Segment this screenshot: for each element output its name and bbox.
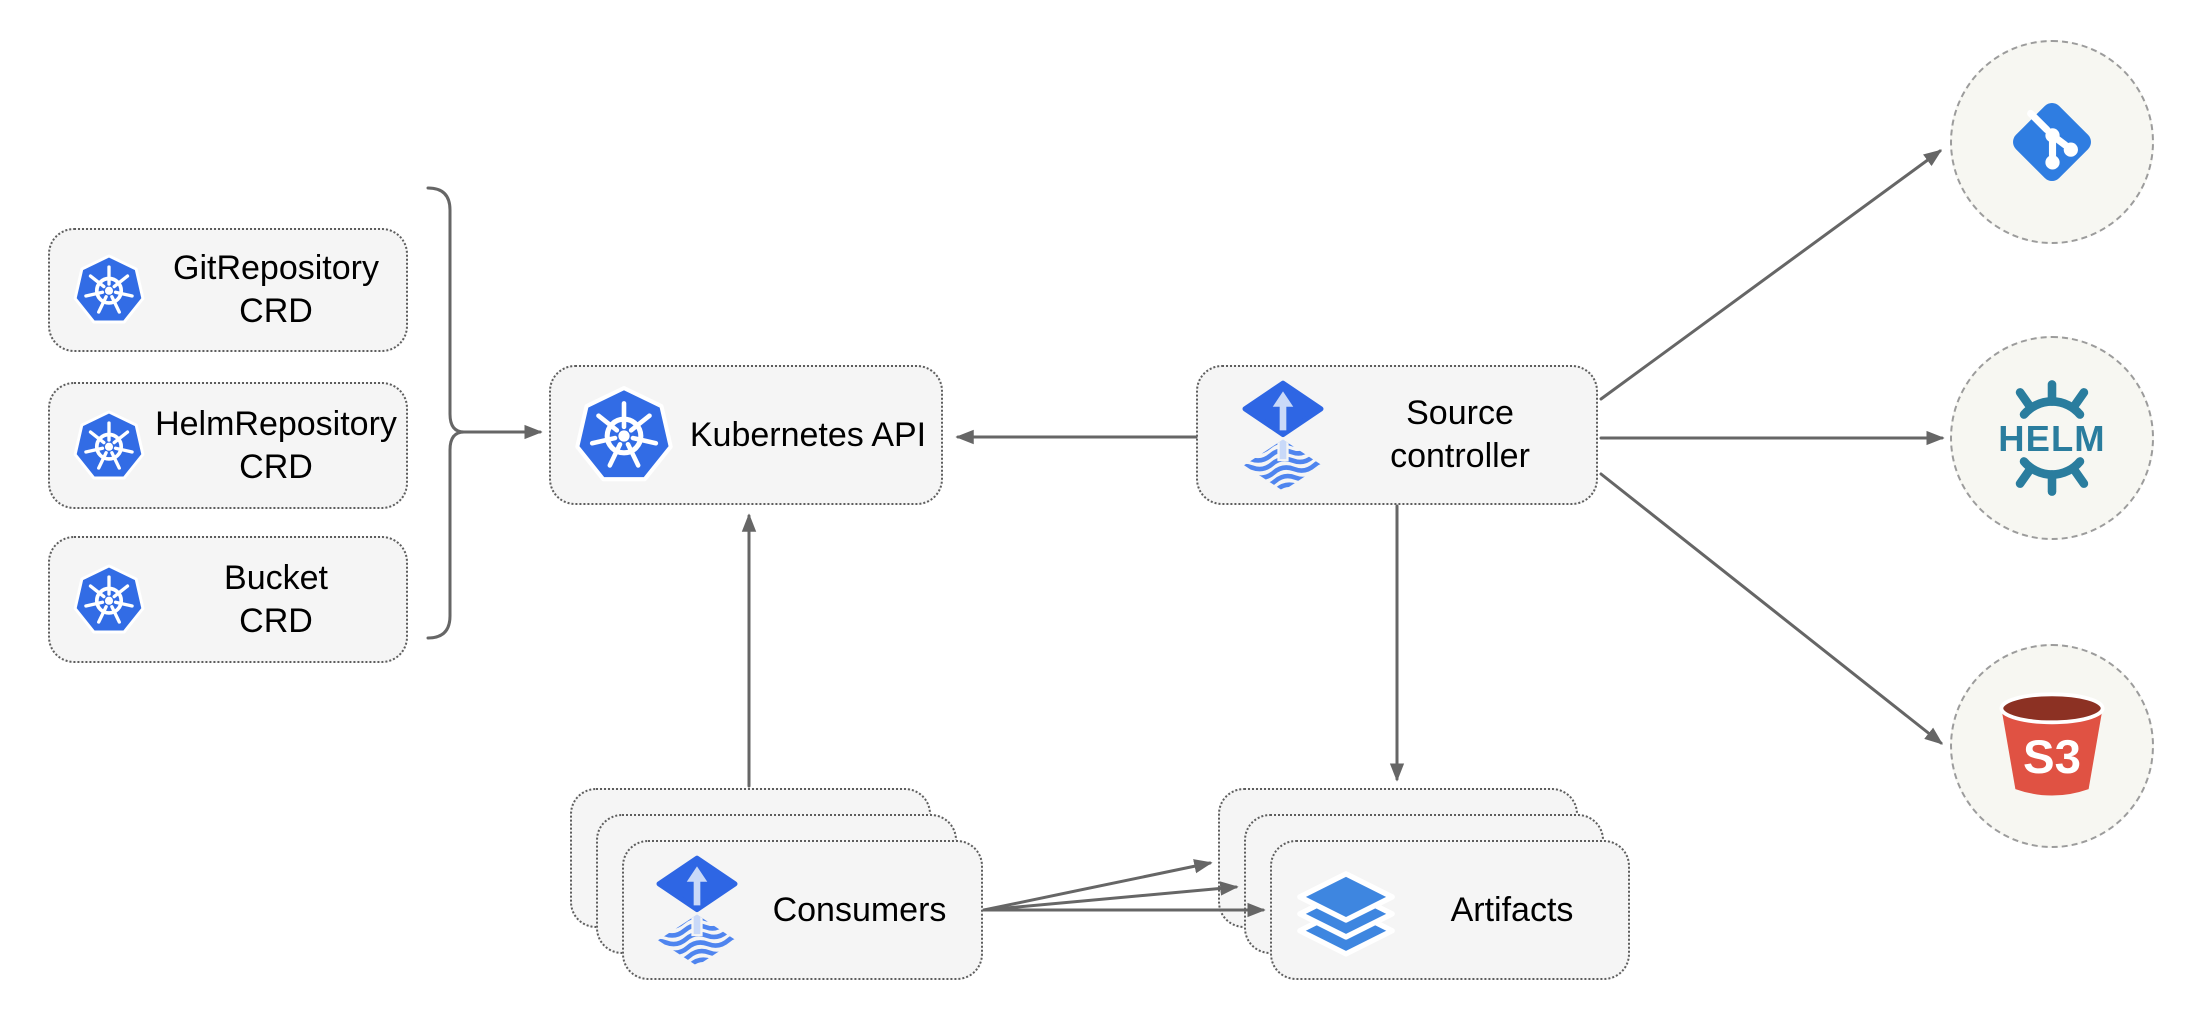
kubernetes-api-label: Kubernetes API	[689, 415, 927, 454]
kubernetes-icon	[73, 254, 145, 324]
node-artifacts: Artifacts	[1270, 840, 1630, 980]
node-bucket-crd: Bucket CRD	[48, 536, 408, 663]
helm-icon: HELM	[1998, 380, 2105, 496]
node-helmrepository-crd: HelmRepository CRD	[48, 382, 408, 509]
external-git-circle	[1950, 40, 2154, 244]
helmrepository-crd-label: HelmRepository CRD	[155, 404, 397, 486]
node-kubernetes-api: Kubernetes API	[549, 365, 943, 505]
helm-logo-text: HELM	[1998, 418, 2105, 459]
flux-icon	[656, 855, 738, 966]
bracket-top	[426, 186, 466, 434]
connector-consumers-to-artifacts-back	[982, 859, 1213, 912]
node-gitrepository-crd: GitRepository CRD	[48, 228, 408, 352]
connector-source-controller-to-git	[1599, 149, 1943, 401]
flux-icon	[1242, 380, 1324, 491]
external-s3-circle: S3	[1950, 644, 2154, 848]
artifacts-label: Artifacts	[1450, 890, 1574, 929]
kubernetes-icon	[73, 409, 145, 480]
connector-source-controller-to-s3	[1599, 472, 1944, 745]
s3-icon: S3	[1999, 692, 2105, 796]
external-helm-circle: HELM	[1950, 336, 2154, 540]
gitrepository-crd-label: GitRepository CRD	[173, 249, 379, 330]
bucket-crd-label: Bucket CRD	[224, 558, 328, 640]
git-icon	[2013, 103, 2091, 181]
kubernetes-icon	[575, 386, 673, 482]
node-consumers: Consumers	[622, 840, 983, 980]
layers-icon	[1297, 871, 1395, 957]
consumers-label: Consumers	[772, 890, 947, 929]
connector-consumers-to-artifacts-middle	[982, 881, 1239, 912]
bracket-bottom	[426, 430, 466, 640]
source-controller-label: Source controller	[1390, 394, 1530, 475]
s3-logo-text: S3	[2023, 731, 2081, 784]
node-source-controller: Source controller	[1196, 365, 1598, 505]
kubernetes-icon	[73, 563, 145, 634]
